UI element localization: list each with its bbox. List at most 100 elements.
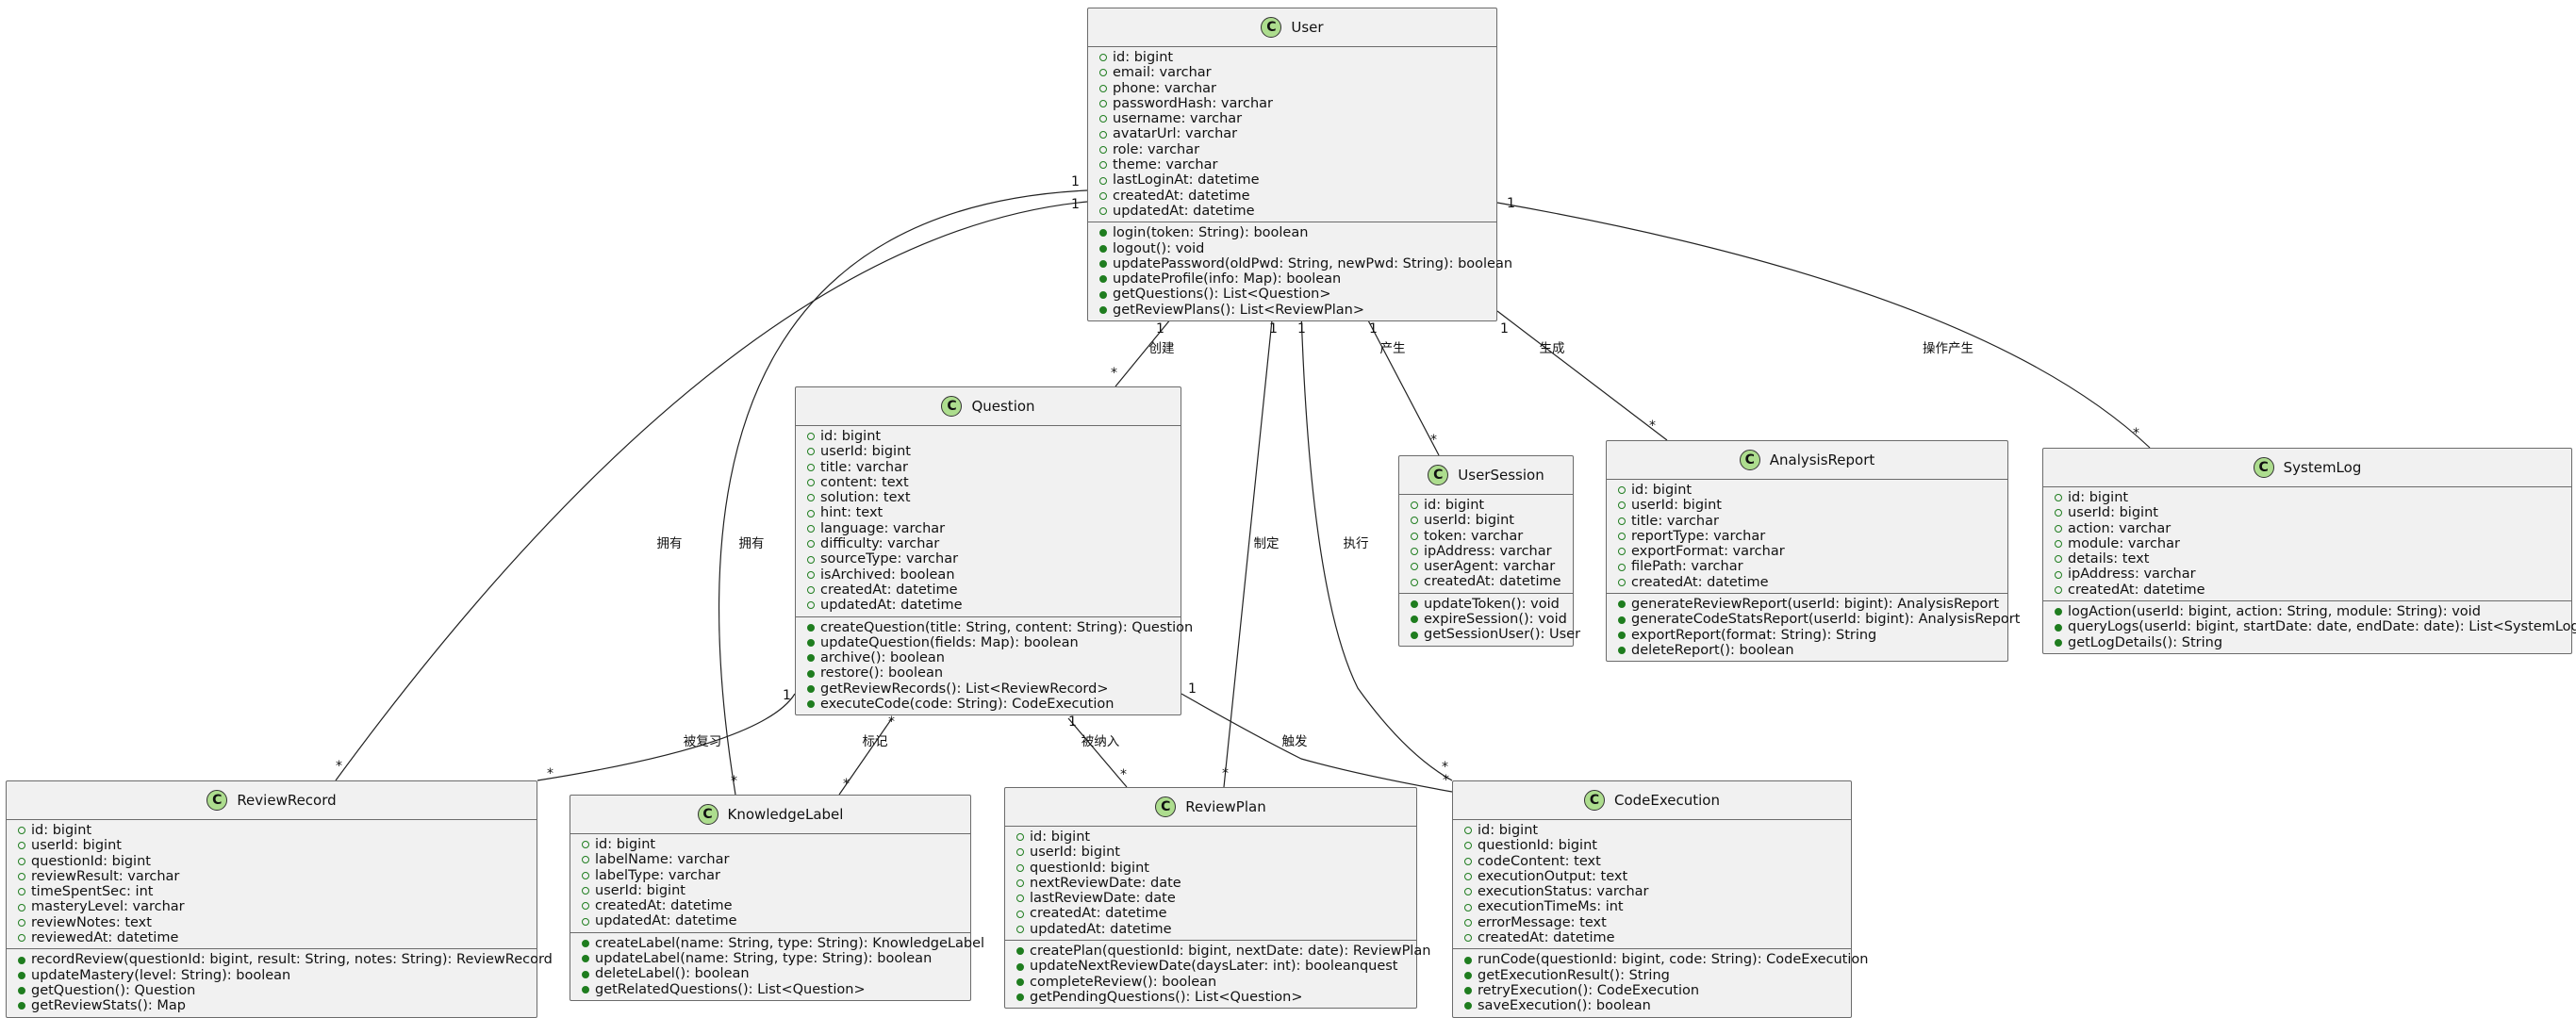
operation-text: generateReviewReport(userId: bigint): An… — [1631, 597, 2000, 613]
public-visibility-icon — [582, 970, 589, 978]
class-attribute: questionId: bigint — [1016, 861, 1416, 876]
operation-text: login(token: String): boolean — [1113, 225, 1309, 241]
class-attribute: userId: bigint — [1618, 498, 2007, 513]
public-visibility-icon — [2055, 509, 2062, 517]
class-operation: runCode(questionId: bigint, code: String… — [1464, 952, 1868, 967]
class-operation: updateNextReviewDate(daysLater: int): bo… — [1016, 959, 1416, 974]
source-multiplicity: 1 — [1188, 681, 1197, 697]
class-attribute: id: bigint — [807, 429, 1181, 444]
class-attribute: createdAt: datetime — [807, 583, 1181, 598]
attribute-text: questionId: bigint — [1030, 860, 1149, 876]
class-operation: updateToken(): void — [1411, 597, 1573, 612]
relation-user-codeexecution: 执行1* — [1297, 310, 1453, 781]
public-visibility-icon — [1411, 548, 1418, 556]
target-multiplicity: * — [2133, 426, 2139, 441]
operation-text: getReviewPlans(): List<ReviewPlan> — [1113, 302, 1364, 318]
attribute-text: labelName: varchar — [595, 852, 730, 868]
public-visibility-icon — [18, 873, 25, 881]
target-multiplicity: * — [1443, 773, 1449, 788]
operation-text: createQuestion(title: String, content: S… — [820, 619, 1194, 635]
public-visibility-icon — [1411, 599, 1418, 608]
public-visibility-icon — [2055, 585, 2062, 594]
public-visibility-icon — [18, 888, 25, 896]
class-attribute: reviewNotes: text — [18, 915, 537, 930]
operation-text: deleteLabel(): boolean — [595, 966, 750, 982]
public-visibility-icon — [1016, 947, 1024, 956]
attribute-text: sourceType: varchar — [820, 551, 959, 567]
class-name: KnowledgeLabel — [727, 806, 844, 823]
operation-text: updateToken(): void — [1424, 596, 1560, 612]
attribute-text: reviewNotes: text — [31, 914, 152, 930]
class-operation: updateProfile(info: Map): boolean — [1099, 271, 1496, 287]
public-visibility-icon — [1099, 145, 1107, 154]
public-visibility-icon — [1618, 548, 1626, 556]
class-attribute: lastReviewDate: date — [1016, 891, 1416, 906]
source-multiplicity: 1 — [1500, 321, 1509, 337]
operation-text: restore(): boolean — [820, 665, 944, 681]
target-multiplicity: * — [731, 774, 737, 789]
public-visibility-icon — [2055, 608, 2062, 616]
public-visibility-icon — [1618, 631, 1626, 639]
class-stereotype-icon: C — [206, 790, 228, 811]
public-visibility-icon — [582, 887, 589, 895]
target-multiplicity: * — [547, 766, 553, 781]
public-visibility-icon — [18, 857, 25, 865]
public-visibility-icon — [807, 639, 815, 647]
public-visibility-icon — [1016, 848, 1024, 857]
class-attribute: lastLoginAt: datetime — [1099, 172, 1496, 188]
target-multiplicity: * — [1649, 419, 1656, 434]
class-operation: getRelatedQuestions(): List<Question> — [582, 982, 970, 997]
class-attribute: updatedAt: datetime — [1099, 204, 1496, 219]
class-attribute: title: varchar — [1618, 514, 2007, 529]
attribute-text: errorMessage: text — [1478, 914, 1607, 930]
public-visibility-icon — [1464, 1002, 1472, 1010]
class-stereotype-icon: C — [1428, 465, 1449, 485]
class-operation: getReviewStats(): Map — [18, 998, 537, 1013]
association-line — [1496, 202, 2151, 449]
attribute-text: solution: text — [820, 490, 911, 506]
public-visibility-icon — [18, 934, 25, 943]
public-visibility-icon — [1464, 842, 1472, 850]
public-visibility-icon — [1464, 827, 1472, 835]
public-visibility-icon — [1099, 69, 1107, 77]
public-visibility-icon — [1016, 895, 1024, 903]
relation-user-question: 创建1* — [1111, 318, 1175, 387]
public-visibility-icon — [1618, 578, 1626, 586]
public-visibility-icon — [1099, 260, 1107, 268]
operation-text: createPlan(questionId: bigint, nextDate:… — [1030, 944, 1431, 960]
public-visibility-icon — [1411, 563, 1418, 571]
class-attribute: id: bigint — [1411, 498, 1573, 513]
source-multiplicity: 1 — [1269, 321, 1278, 337]
operation-text: exportReport(format: String): String — [1631, 627, 1877, 643]
class-name: ReviewPlan — [1185, 798, 1266, 815]
attribute-text: nextReviewDate: date — [1030, 875, 1181, 891]
class-operation: recordReview(questionId: bigint, result:… — [18, 952, 553, 967]
public-visibility-icon — [1099, 275, 1107, 284]
public-visibility-icon — [1464, 934, 1472, 943]
public-visibility-icon — [1618, 517, 1626, 525]
class-operation: login(token: String): boolean — [1099, 225, 1496, 240]
public-visibility-icon — [1099, 244, 1107, 253]
attribute-text: createdAt: datetime — [595, 898, 733, 914]
class-operation: expireSession(): void — [1411, 612, 1573, 627]
class-attribute: labelName: varchar — [582, 852, 970, 867]
class-attribute: language: varchar — [807, 521, 1181, 536]
class-attribute: createdAt: datetime — [1016, 906, 1416, 921]
class-operation: deleteLabel(): boolean — [582, 966, 970, 981]
operation-text: createLabel(name: String, type: String):… — [595, 935, 985, 951]
attribute-text: executionOutput: text — [1478, 868, 1628, 884]
operation-text: updatePassword(oldPwd: String, newPwd: S… — [1113, 255, 1513, 271]
target-multiplicity: * — [1120, 767, 1127, 782]
